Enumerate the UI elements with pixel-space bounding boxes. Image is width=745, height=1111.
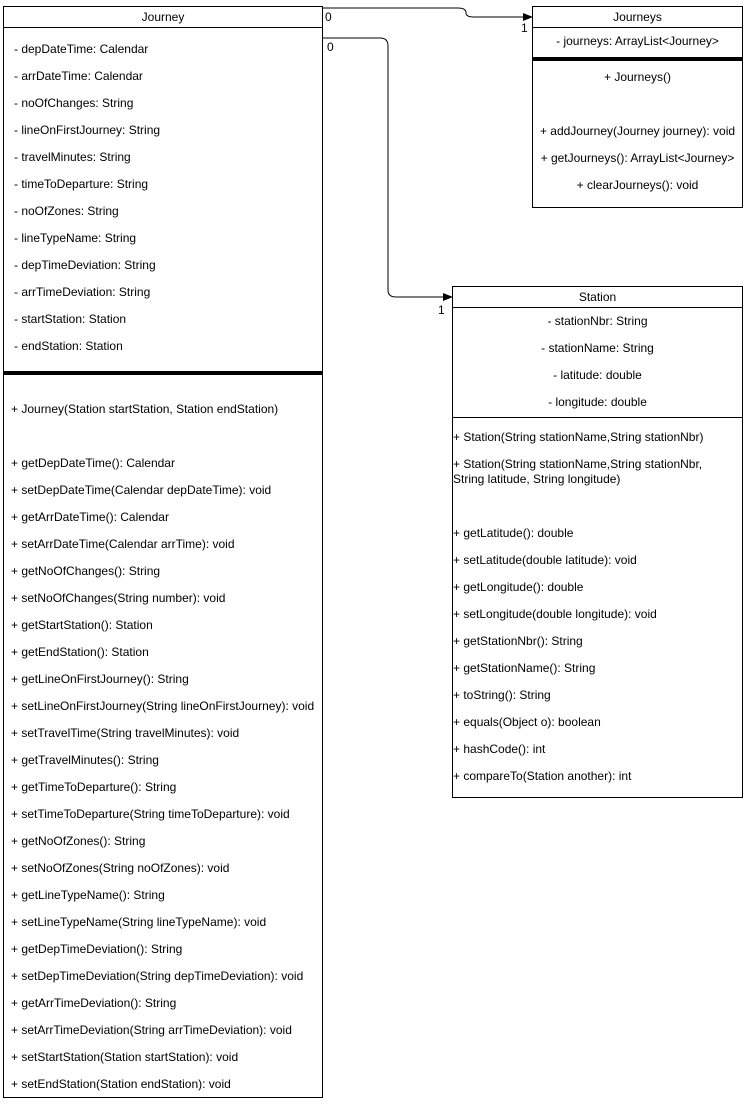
journey-attribute: - startStation: Station bbox=[14, 312, 127, 326]
journeys-compartment-divider bbox=[533, 57, 742, 61]
station-attribute: - latitude: double bbox=[553, 368, 642, 382]
journeys-method: + clearJourneys(): void bbox=[576, 178, 699, 192]
journey-to-station-line bbox=[323, 37, 453, 301]
journeys-attribute: - journeys: ArrayList<Journey> bbox=[556, 34, 719, 48]
journey-method: + setArrDateTime(Calendar arrTime): void bbox=[11, 537, 235, 551]
journey-to-journeys-line bbox=[323, 7, 533, 21]
journeys-class-title: Journeys bbox=[533, 7, 742, 28]
journey-attribute: - endStation: Station bbox=[14, 339, 123, 353]
journey-method: + getNoOfZones(): String bbox=[11, 834, 146, 848]
journey-attribute: - arrDateTime: Calendar bbox=[14, 69, 143, 83]
journey-method: + setNoOfChanges(String number): void bbox=[11, 591, 226, 605]
station-class-title: Station bbox=[453, 287, 742, 308]
journey-attribute: - lineOnFirstJourney: String bbox=[14, 123, 161, 137]
journeys-class[interactable]: Journeys - journeys: ArrayList<Journey> … bbox=[532, 6, 743, 208]
station-class[interactable]: Station - stationNbr: String - stationNa… bbox=[452, 286, 743, 798]
journey-method: + setLineTypeName(String lineTypeName): … bbox=[11, 915, 267, 929]
journey-method: + getStartStation(): Station bbox=[11, 618, 153, 632]
journey-method: + setStartStation(Station startStation):… bbox=[11, 1050, 239, 1064]
station-method: + toString(): String bbox=[453, 688, 551, 702]
station-method: + equals(Object o): boolean bbox=[453, 715, 601, 729]
journeys-constructor: + Journeys() bbox=[603, 70, 672, 84]
journey-method: + setTravelTime(String travelMinutes): v… bbox=[11, 726, 240, 740]
station-target-multiplicity: 1 bbox=[438, 303, 445, 317]
station-constructor: + Station(String stationName,String stat… bbox=[453, 457, 703, 486]
station-attribute: - stationName: String bbox=[541, 341, 654, 355]
station-source-multiplicity: 0 bbox=[327, 40, 334, 54]
station-method: + getStationNbr(): String bbox=[453, 634, 583, 648]
journey-method: + getArrTimeDeviation(): String bbox=[11, 996, 177, 1010]
journey-method: + getLineTypeName(): String bbox=[11, 888, 165, 902]
journey-method: + setNoOfZones(String noOfZones): void bbox=[11, 861, 230, 875]
journeys-source-multiplicity: 0 bbox=[325, 10, 332, 24]
journey-method: + setArrTimeDeviation(String arrTimeDevi… bbox=[11, 1023, 292, 1037]
journey-method: + getDepDateTime(): Calendar bbox=[11, 456, 175, 470]
journey-attribute: - arrTimeDeviation: String bbox=[14, 285, 151, 299]
journeys-method: + getJourneys(): ArrayList<Journey> bbox=[540, 151, 735, 165]
station-attribute: - longitude: double bbox=[548, 395, 647, 409]
station-constructor: + Station(String stationName,String stat… bbox=[453, 430, 704, 444]
station-method: + hashCode(): int bbox=[453, 742, 546, 756]
journey-attribute: - lineTypeName: String bbox=[14, 231, 137, 245]
journey-method: + setDepTimeDeviation(String depTimeDevi… bbox=[11, 969, 304, 983]
station-method: + getLongitude(): double bbox=[453, 580, 584, 594]
journey-attribute: - timeToDeparture: String bbox=[14, 177, 149, 191]
station-method: + getStationName(): String bbox=[453, 661, 596, 675]
station-compartment-divider bbox=[453, 417, 742, 418]
journey-method: + getTimeToDeparture(): String bbox=[11, 780, 177, 794]
journey-attribute: - travelMinutes: String bbox=[14, 150, 131, 164]
journey-attribute: - depTimeDeviation: String bbox=[14, 258, 156, 272]
journey-method: + getNoOfChanges(): String bbox=[11, 564, 161, 578]
journeys-method: + addJourney(Journey journey): void bbox=[539, 124, 736, 138]
station-method: + setLongitude(double longitude): void bbox=[453, 607, 657, 621]
journey-method: + setDepDateTime(Calendar depDateTime): … bbox=[11, 483, 272, 497]
journey-class[interactable]: Journey - depDateTime: Calendar - arrDat… bbox=[3, 6, 323, 1098]
journey-method: + getTravelMinutes(): String bbox=[11, 753, 159, 767]
journey-method: + setTimeToDeparture(String timeToDepart… bbox=[11, 807, 290, 821]
journey-attribute: - depDateTime: Calendar bbox=[14, 42, 149, 56]
journeys-target-multiplicity: 1 bbox=[521, 21, 528, 35]
journey-method: + getArrDateTime(): Calendar bbox=[11, 510, 169, 524]
journey-class-title: Journey bbox=[4, 7, 322, 28]
journey-attribute: - noOfZones: String bbox=[14, 204, 119, 218]
journey-method: + getEndStation(): Station bbox=[11, 645, 149, 659]
journey-method: + setEndStation(Station endStation): voi… bbox=[11, 1077, 231, 1091]
station-method: + compareTo(Station another): int bbox=[453, 769, 632, 783]
journey-method: + getLineOnFirstJourney(): String bbox=[11, 672, 189, 686]
station-method: + setLatitude(double latitude): void bbox=[453, 553, 637, 567]
journey-method: + getDepTimeDeviation(): String bbox=[11, 942, 183, 956]
journey-attribute: - noOfChanges: String bbox=[14, 96, 134, 110]
journey-compartment-divider bbox=[4, 371, 322, 375]
station-method: + getLatitude(): double bbox=[453, 526, 574, 540]
station-attribute: - stationNbr: String bbox=[547, 314, 648, 328]
journey-constructor: + Journey(Station startStation, Station … bbox=[11, 402, 279, 416]
journey-method: + setLineOnFirstJourney(String lineOnFir… bbox=[11, 699, 315, 713]
